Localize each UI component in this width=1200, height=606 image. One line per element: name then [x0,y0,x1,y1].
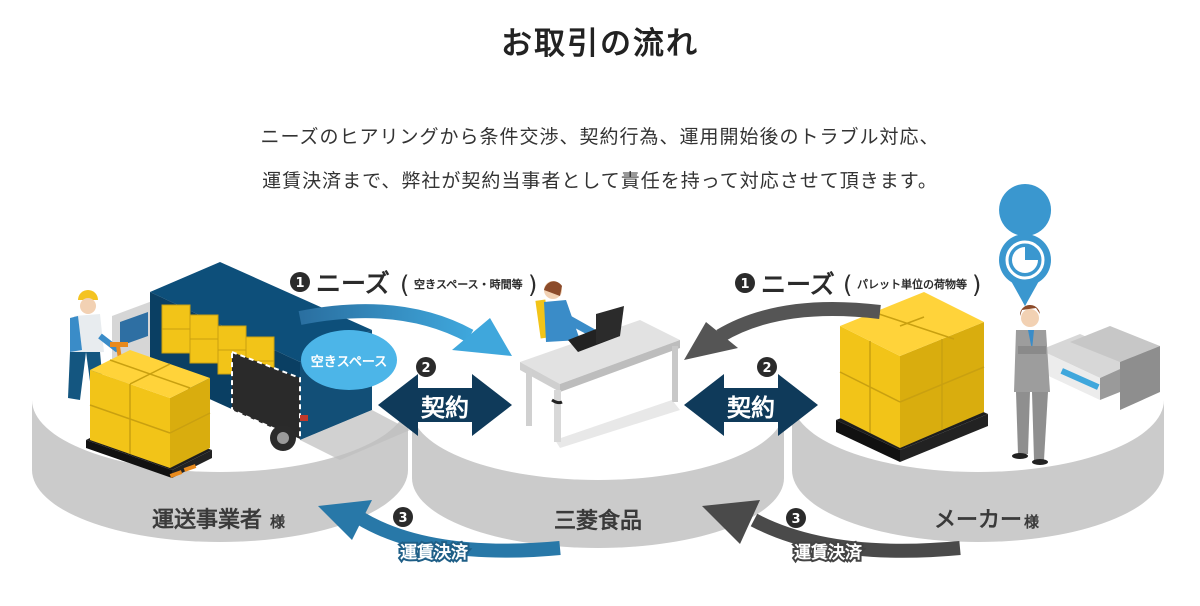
contract-arrow-right: 契約 [684,374,818,436]
description-line-2: 運賃決済まで、弊社が契約当事者として責任を持って対応させて頂きます。 [262,170,938,192]
empty-space-label: 空きスペース [311,354,387,370]
step-badge-needs-right: 1 [735,273,755,293]
svg-text:3: 3 [398,511,407,526]
svg-text:メーカー: メーカー [934,508,1022,533]
needs-detail-left: 空きスペース・時間等 [414,277,523,291]
step-badge-contract-right: 2 [757,357,777,377]
payment-label-right: 運賃決済 [794,542,863,563]
contract-label-left: 契約 [421,394,469,422]
needs-label-left: ニーズ [316,269,390,298]
party-label-center: 三菱食品 [554,508,642,534]
paren-open-right: ( [843,271,852,299]
svg-text:3: 3 [791,512,800,527]
svg-text:様: 様 [270,513,286,531]
payment-arrow-left [318,500,561,558]
svg-text:1: 1 [295,276,304,291]
empty-space-bubble: 空きスペース [301,330,397,390]
clock-pin-icon [999,184,1052,306]
payment-arrow-right [702,500,961,558]
businessman-icon [1012,304,1050,465]
svg-text:様: 様 [1024,513,1040,531]
step-badge-payment-right: 3 [786,508,806,528]
svg-text:運送事業者: 運送事業者 [152,507,262,533]
description-line-1: ニーズのヒアリングから条件交渉、契約行為、運用開始後のトラブル対応、 [260,126,940,148]
step-badge-contract-left: 2 [416,357,436,377]
pallet-boxes-icon [86,350,212,478]
operator-desk-icon [520,281,680,448]
needs-arrow-right [684,302,881,360]
paren-close-right: ) [972,271,981,299]
contract-arrow-left: 契約 [378,374,512,436]
svg-text:2: 2 [762,361,771,376]
svg-text:2: 2 [421,361,430,376]
contract-label-right: 契約 [727,394,775,422]
pallet-boxes-icon [836,292,988,462]
svg-text:三菱食品: 三菱食品 [554,508,642,534]
page-title: お取引の流れ [501,26,699,62]
needs-detail-right: パレット単位の荷物等 [857,277,967,291]
factory-icon [1040,326,1160,410]
party-label-left: 運送事業者 様 [152,507,286,533]
svg-text:1: 1 [740,277,749,292]
payment-label-left: 運賃決済 [400,542,469,563]
paren-open-left: ( [400,271,409,299]
needs-label-right: ニーズ [761,270,835,299]
party-label-right: メーカー 様 [934,508,1040,533]
step-badge-needs-left: 1 [290,272,310,292]
needs-arrow-left [298,304,512,356]
step-badge-payment-left: 3 [393,507,413,527]
paren-close-left: ) [528,271,537,299]
